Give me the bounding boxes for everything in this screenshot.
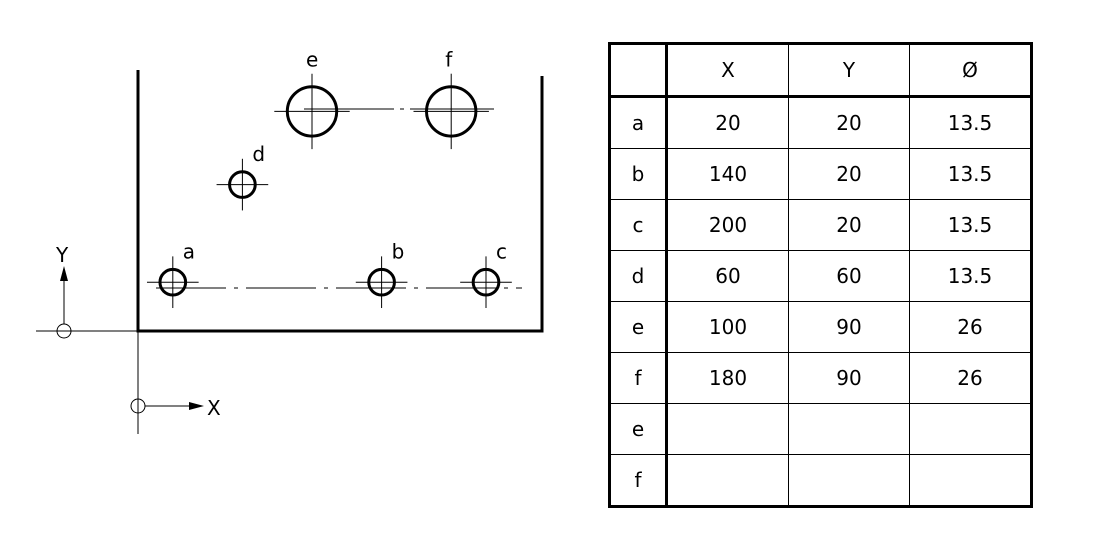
hole-d: d (216, 142, 269, 211)
part-outline (136, 70, 544, 333)
y-axis-label: Y (55, 243, 69, 267)
hole-table: X Y Ø a 20 20 13.5 b 140 20 13.5 c 200 2… (608, 42, 1033, 508)
hole-e: e (274, 48, 350, 150)
x-axis-label: X (207, 396, 221, 420)
cell-diameter: 13.5 (909, 199, 1032, 251)
hole-circle (158, 267, 188, 297)
row-label: a (609, 96, 668, 149)
row-label: d (609, 250, 668, 302)
cell-y (788, 403, 910, 455)
table-header-row: X Y Ø (609, 43, 1032, 98)
cell-y: 20 (788, 148, 910, 200)
hole-circle (367, 267, 396, 297)
cell-x (666, 454, 789, 507)
table-row: e 100 90 26 (609, 301, 1032, 353)
cell-diameter: 26 (909, 301, 1032, 353)
hole-label: c (496, 239, 507, 263)
y-axis-indicator: Y (55, 243, 72, 339)
y-arrow-icon (60, 266, 68, 281)
hole-c: c (460, 239, 512, 309)
cell-x: 140 (666, 148, 789, 200)
header-cell-y: Y (788, 43, 910, 98)
hole-label: b (392, 239, 405, 263)
x-arrow-icon (189, 402, 204, 410)
hole-circle (471, 267, 501, 297)
header-cell-x: X (666, 43, 789, 98)
cell-x: 200 (666, 199, 789, 251)
cell-y: 20 (788, 96, 910, 149)
cell-y (788, 454, 910, 507)
hole-a: a (146, 239, 199, 309)
table-row: f (609, 454, 1032, 507)
hole-circle (425, 85, 478, 138)
header-cell-diameter: Ø (909, 43, 1032, 98)
cell-x: 180 (666, 352, 789, 404)
cell-diameter: 13.5 (909, 250, 1032, 302)
table-row: d 60 60 13.5 (609, 250, 1032, 302)
cell-x: 100 (666, 301, 789, 353)
cell-diameter (909, 454, 1032, 507)
table-row: f 180 90 26 (609, 352, 1032, 404)
hole-label: a (183, 239, 195, 263)
cell-diameter: 26 (909, 352, 1032, 404)
holes-layer: a b c d e f (146, 48, 512, 309)
table-row: c 200 20 13.5 (609, 199, 1032, 251)
x-axis-indicator: X (130, 396, 221, 420)
hole-label: f (445, 48, 453, 72)
cell-x (666, 403, 789, 455)
cell-diameter (909, 403, 1032, 455)
cell-diameter: 13.5 (909, 96, 1032, 149)
table-row: b 140 20 13.5 (609, 148, 1032, 200)
hole-b: b (355, 239, 408, 309)
row-label: f (609, 454, 668, 507)
cell-x: 20 (666, 96, 789, 149)
hole-label: d (252, 142, 265, 166)
table-row: a 20 20 13.5 (609, 96, 1032, 149)
header-cell-label (609, 43, 668, 98)
hole-circle (285, 85, 339, 138)
cell-y: 90 (788, 301, 910, 353)
cell-diameter: 13.5 (909, 148, 1032, 200)
table-row: e (609, 403, 1032, 455)
cell-y: 90 (788, 352, 910, 404)
row-label: e (609, 403, 668, 455)
hole-drawing: Y X a b c d e f (36, 48, 544, 434)
hole-circle (228, 170, 257, 199)
cell-y: 60 (788, 250, 910, 302)
center-lines (156, 108, 522, 289)
row-label: c (609, 199, 668, 251)
row-label: b (609, 148, 668, 200)
cell-x: 60 (666, 250, 789, 302)
row-label: e (609, 301, 668, 353)
hole-label: e (306, 48, 318, 72)
hole-f: f (413, 48, 489, 150)
cell-y: 20 (788, 199, 910, 251)
row-label: f (609, 352, 668, 404)
